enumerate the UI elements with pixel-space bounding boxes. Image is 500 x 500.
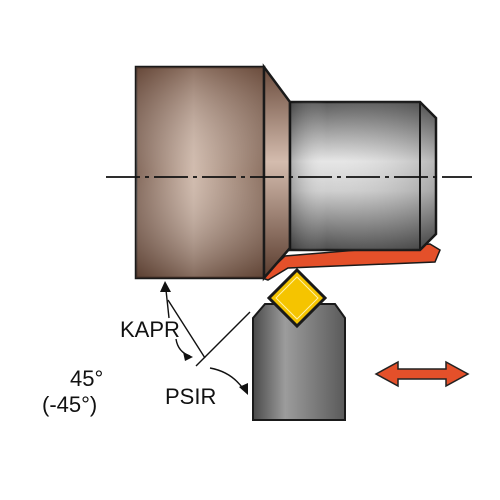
kapr-label: KAPR [120, 317, 180, 342]
angle-arc-psir-head [239, 383, 248, 395]
workpiece-chamfer [262, 63, 292, 282]
double-arrow-horizontal-icon [374, 360, 470, 388]
angle-value: 45° [70, 366, 103, 391]
psir-label: PSIR [165, 384, 216, 409]
psir-reference-line [195, 311, 251, 367]
kapr-reference-line [167, 299, 206, 359]
tool-holder [252, 303, 346, 421]
cutting-insert [266, 267, 328, 329]
machined-surface [260, 243, 441, 281]
workpiece-shaft [288, 100, 438, 252]
kapr-arrow [160, 281, 171, 319]
angle-arc-kapr-head [183, 352, 193, 361]
angle-value-negative: (-45°) [42, 392, 97, 417]
insert-highlight [275, 276, 319, 320]
workpiece-large-diameter [134, 65, 266, 280]
